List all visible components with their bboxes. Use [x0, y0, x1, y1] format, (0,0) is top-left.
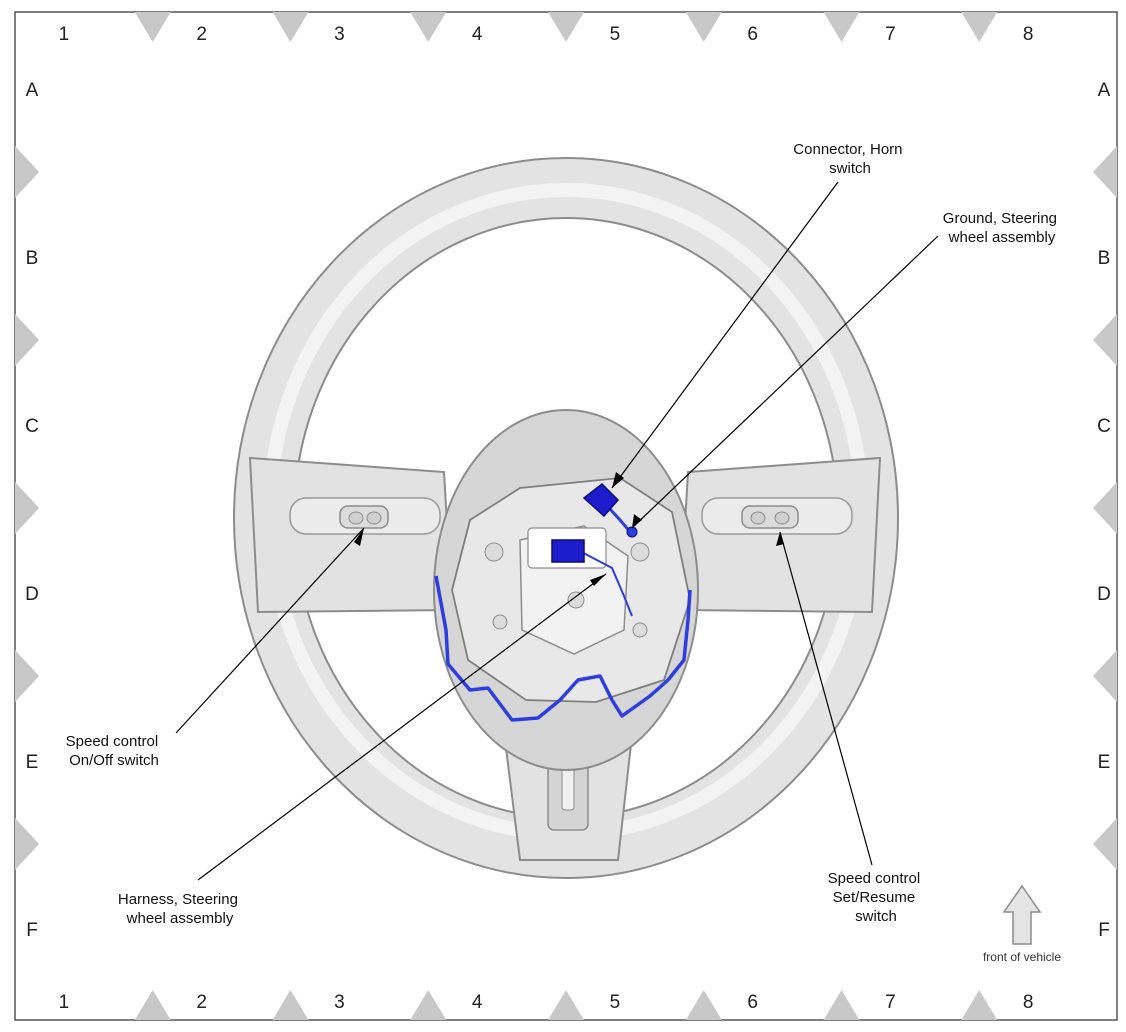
- ground-leader: [631, 235, 939, 529]
- grid-column-label-top: 4: [472, 24, 483, 45]
- switch-button: [366, 511, 382, 525]
- mount-hole: [632, 622, 648, 638]
- callout-speed-onoff: Speed control On/Off switch: [66, 733, 163, 769]
- grid-column-label-bottom: 2: [196, 992, 207, 1013]
- callout-line: wheel assembly: [948, 229, 1056, 246]
- front-of-vehicle-label: front of vehicle: [983, 950, 1061, 964]
- grid-marker-right: [1093, 146, 1117, 198]
- callout-line: Set/Resume: [833, 889, 916, 906]
- grid-marker-right: [1093, 650, 1117, 702]
- grid-row-label-right: C: [1097, 416, 1111, 437]
- grid-marker-left: [15, 650, 39, 702]
- mount-hole: [630, 542, 650, 562]
- grid-column-label-top: 3: [334, 24, 345, 45]
- grid-marker-top: [961, 12, 998, 42]
- callout-line: Ground, Steering: [943, 210, 1057, 227]
- speed-setresume-leader: [779, 531, 873, 866]
- grid-marker-right: [1093, 482, 1117, 534]
- ground-terminal: [626, 526, 638, 538]
- grid-marker-bottom: [961, 990, 998, 1020]
- switch-button: [348, 511, 364, 525]
- harness-leader: [197, 573, 607, 881]
- mount-hole: [567, 591, 585, 609]
- left-spoke: [248, 456, 454, 614]
- grid-marker-top: [410, 12, 447, 42]
- grid-marker-top: [134, 12, 171, 42]
- harness-connector: [551, 539, 585, 563]
- callout-harness: Harness, Steering wheel assembly: [118, 891, 242, 927]
- grid-row-label-right: F: [1098, 920, 1110, 941]
- grid-marker-right: [1093, 818, 1117, 870]
- grid-column-label-top: 8: [1023, 24, 1034, 45]
- grid-row-label-left: B: [26, 248, 39, 269]
- grid-markers: [15, 12, 1117, 1020]
- grid-column-label-bottom: 6: [747, 992, 758, 1013]
- grid-row-label-left: E: [26, 752, 39, 773]
- horn-connector-leader: [611, 181, 839, 489]
- grid-column-label-bottom: 8: [1023, 992, 1034, 1013]
- callout-horn-connector: Connector, Horn switch: [793, 141, 906, 177]
- callout-line: switch: [829, 160, 871, 177]
- grid-marker-top: [272, 12, 309, 42]
- grid-marker-top: [685, 12, 722, 42]
- speed-onoff-leader: [175, 527, 365, 734]
- grid-row-label-right: A: [1098, 80, 1111, 101]
- grid-marker-left: [15, 146, 39, 198]
- horn-switch-connector: [582, 483, 620, 518]
- arrowhead: [612, 472, 624, 488]
- grid-row-label-right: D: [1097, 584, 1111, 605]
- mount-hole: [484, 542, 504, 562]
- switch-button: [750, 511, 766, 525]
- arrowhead: [776, 532, 784, 546]
- mount-hole: [492, 614, 508, 630]
- grid-column-label-top: 5: [610, 24, 621, 45]
- callout-speed-setresume: Speed control Set/Resume switch: [828, 870, 925, 925]
- grid-column-label-bottom: 3: [334, 992, 345, 1013]
- grid-marker-bottom: [134, 990, 171, 1020]
- callout-line: On/Off switch: [69, 752, 159, 769]
- grid-marker-right: [1093, 314, 1117, 366]
- grid-column-label-bottom: 7: [885, 992, 896, 1013]
- grid-row-label-left: C: [25, 416, 39, 437]
- grid-column-label-bottom: 1: [59, 992, 70, 1013]
- callout-line: switch: [855, 908, 897, 925]
- grid-row-label-left: F: [26, 920, 38, 941]
- grid-column-label-bottom: 5: [610, 992, 621, 1013]
- grid-row-label-right: E: [1098, 752, 1111, 773]
- grid-column-label-top: 6: [747, 24, 758, 45]
- grid-marker-left: [15, 818, 39, 870]
- grid-column-label-top: 2: [196, 24, 207, 45]
- callout-ground: Ground, Steering wheel assembly: [943, 210, 1061, 246]
- grid-row-label-left: A: [26, 80, 39, 101]
- callout-line: Connector, Horn: [793, 141, 902, 158]
- grid-marker-top: [823, 12, 860, 42]
- grid-marker-top: [548, 12, 584, 42]
- grid-marker-left: [15, 482, 39, 534]
- grid-marker-bottom: [548, 990, 584, 1020]
- grid-column-label-top: 7: [885, 24, 896, 45]
- front-arrow-icon: [1002, 884, 1042, 945]
- grid-marker-bottom: [823, 990, 860, 1020]
- callout-line: Harness, Steering: [118, 891, 238, 908]
- grid-row-label-right: B: [1098, 248, 1111, 269]
- arrowhead: [632, 514, 642, 528]
- grid-column-label-top: 1: [59, 24, 70, 45]
- arrowhead: [354, 528, 364, 546]
- grid-marker-bottom: [272, 990, 309, 1020]
- speed-control-set-resume-switch: [741, 505, 799, 529]
- grid-row-label-left: D: [25, 584, 39, 605]
- grid-column-label-bottom: 4: [472, 992, 483, 1013]
- harness-branch: [573, 547, 633, 617]
- grid-marker-bottom: [685, 990, 722, 1020]
- arrowhead: [590, 574, 606, 586]
- leader-lines: [175, 181, 939, 881]
- grid-marker-bottom: [410, 990, 447, 1020]
- switch-button: [774, 511, 790, 525]
- callout-line: Speed control: [66, 733, 159, 750]
- grid-marker-left: [15, 314, 39, 366]
- callout-line: Speed control: [828, 870, 921, 887]
- callout-line: wheel assembly: [126, 910, 234, 927]
